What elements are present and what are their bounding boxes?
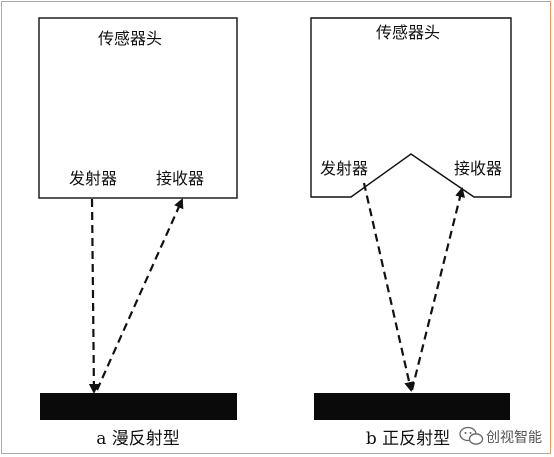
sensor-head-box-a: [38, 17, 238, 199]
emitter-label-a: 发射器: [69, 169, 117, 188]
emitted-beam-b: [362, 182, 415, 392]
diagram-b: 传感器头 发射器 接收器 b 正反射型: [310, 17, 512, 449]
reflected-beam-a: [95, 198, 184, 391]
sensor-head-label-a: 传感器头: [98, 29, 162, 48]
target-surface-b: [314, 393, 510, 420]
emitted-beam-a: [88, 198, 99, 394]
receiver-label-b: 接收器: [454, 159, 502, 178]
reflected-beam-b: [410, 187, 465, 391]
watermark-text: 创视智能: [486, 430, 542, 446]
receiver-label-a: 接收器: [156, 169, 204, 188]
sensor-head-label-b: 传感器头: [376, 23, 440, 42]
watermark: 创视智能: [459, 426, 542, 446]
sensor-head-box-b: [310, 17, 512, 198]
emitter-label-b: 发射器: [320, 159, 368, 178]
diagram-a: 传感器头 发射器 接收器 a 漫反射型: [38, 17, 238, 449]
wechat-icon: [459, 426, 484, 445]
caption-b: b 正反射型: [366, 429, 450, 449]
caption-a: a 漫反射型: [96, 429, 180, 449]
target-surface-a: [40, 393, 237, 420]
